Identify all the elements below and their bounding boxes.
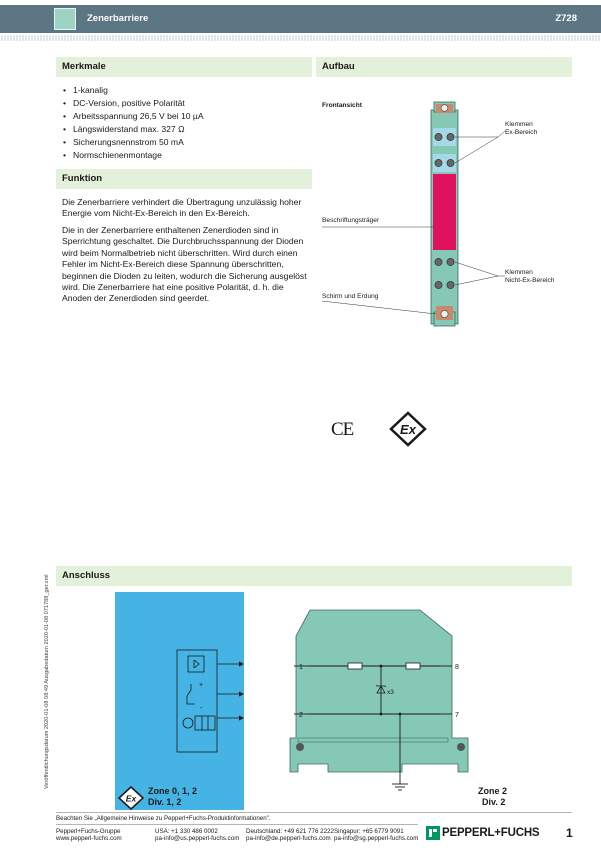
publication-note: Veröffentlichungsdatum 2020-01-08 08:49 … <box>44 574 50 789</box>
ex-mark-icon: Ex <box>389 411 427 447</box>
leader-line <box>454 275 499 286</box>
section-anschluss-heading: Anschluss <box>56 566 572 586</box>
footer-sg-phone: Singapur: +65 6779 9091 <box>334 828 404 835</box>
arrow-right-icon <box>239 715 244 721</box>
footer-usa-email[interactable]: pa-info@us.pepperl-fuchs.com <box>155 835 240 842</box>
screw-icon <box>457 743 465 751</box>
zone-right-line-2: Div. 2 <box>482 797 506 807</box>
barrier-housing <box>289 609 469 773</box>
brand-logo-icon <box>426 826 440 840</box>
terminal-7-label: 7 <box>455 712 459 719</box>
sensor-icon <box>187 655 205 673</box>
terminal-8-label: 8 <box>455 664 459 671</box>
page-header: Zenerbarriere Z728 <box>0 0 601 42</box>
frontansicht-label: Frontansicht <box>322 102 362 109</box>
label-nicht-ex-bereich: Nicht-Ex-Bereich <box>505 277 555 284</box>
leader-line <box>454 136 499 164</box>
list-item: Sicherungsnennstrom 50 mA <box>62 136 312 149</box>
footer-usa-phone: USA: +1 330 486 0002 <box>155 828 218 835</box>
list-item: Längswiderstand max. 327 Ω <box>62 123 312 136</box>
screw-icon <box>446 258 455 266</box>
page-title: Zenerbarriere <box>87 13 149 24</box>
label-ex-bereich: Ex-Bereich <box>505 129 538 136</box>
zone-left-line-1: Zone 0, 1, 2 <box>148 786 198 796</box>
terminal-2-label: 2 <box>299 712 303 719</box>
footer-group-name: Pepperl+Fuchs-Gruppe <box>56 828 121 835</box>
screw-icon <box>434 159 443 167</box>
list-item: 1-kanalig <box>62 84 312 97</box>
footer-de-email[interactable]: pa-info@de.pepperl-fuchs.com <box>246 835 331 842</box>
leader-line <box>321 300 437 315</box>
header-logo-square <box>54 8 76 30</box>
nonex-terminal-block <box>433 276 456 294</box>
ex-mark-text: Ex <box>400 422 417 437</box>
leader-line <box>454 261 505 277</box>
terminal-1-label: 1 <box>299 664 303 671</box>
funktion-paragraph-1: Die Zenerbarriere verhindert die Übertra… <box>62 197 302 219</box>
list-item: Arbeitsspannung 26,5 V bei 10 µA <box>62 110 312 123</box>
list-item: DC-Version, positive Polarität <box>62 97 312 110</box>
label-carrier <box>433 174 456 250</box>
resistor-icon <box>347 662 363 670</box>
header-band <box>0 5 601 33</box>
footer-divider <box>56 824 418 825</box>
footer-divider <box>56 812 572 813</box>
page-number: 1 <box>566 826 573 840</box>
header-stripe <box>0 35 601 41</box>
screw-icon <box>446 133 455 141</box>
arrow-right-icon <box>239 691 244 697</box>
ex-zone-icon: Ex <box>118 786 144 810</box>
footer-sg-email[interactable]: pa-info@sg.pepperl-fuchs.com <box>334 835 419 842</box>
screw-icon <box>434 281 443 289</box>
label-beschriftungstraeger: Beschriftungsträger <box>322 217 380 224</box>
barrier-circuit-diagram: 1 2 8 7 x3 <box>289 609 469 791</box>
screw-icon <box>446 159 455 167</box>
minus-sign: - <box>200 705 203 712</box>
module-front-view <box>321 101 506 327</box>
contact-icon <box>186 684 195 705</box>
zone-left-line-2: Div. 1, 2 <box>148 797 182 807</box>
diode-count-label: x3 <box>387 689 394 696</box>
screw-icon <box>434 258 443 266</box>
zener-diode-icon <box>376 685 386 694</box>
merkmale-list: 1-kanalig DC-Version, positive Polarität… <box>62 84 312 163</box>
screw-icon <box>446 281 455 289</box>
label-schirm-erdung: Schirm und Erdung <box>322 293 379 300</box>
screw-icon <box>440 310 449 318</box>
valve-icon <box>182 717 194 729</box>
screw-icon <box>440 104 449 112</box>
funktion-paragraph-2: Die in der Zenerbarriere enthaltenen Zen… <box>62 225 307 304</box>
plus-sign: + <box>199 682 203 689</box>
zone-right-line-1: Zone 2 <box>478 786 508 796</box>
section-aufbau-heading: Aufbau <box>316 57 572 77</box>
leader-line <box>455 130 506 138</box>
fuse-icon <box>405 662 421 670</box>
footer-group-web[interactable]: www.pepperl-fuchs.com <box>56 835 122 842</box>
ex-terminal-block <box>433 154 456 172</box>
label-klemmen-ex: Klemmen <box>505 121 533 128</box>
product-code: Z728 <box>555 13 577 24</box>
screw-icon <box>434 133 443 141</box>
ex-zone-icon-text: Ex <box>126 794 138 804</box>
section-merkmale-heading: Merkmale <box>56 57 312 77</box>
arrow-right-icon <box>239 661 244 667</box>
ex-terminal-block <box>433 128 456 146</box>
field-devices-diagram: + - <box>176 649 244 753</box>
screw-icon <box>296 743 304 751</box>
label-klemmen-nonex: Klemmen <box>505 269 533 276</box>
footer-notice: Beachten Sie „Allgemeine Hinweise zu Pep… <box>56 815 271 822</box>
section-funktion-heading: Funktion <box>56 169 312 189</box>
brand-name: PEPPERL+FUCHS <box>442 827 540 839</box>
footer-de-phone: Deutschland: +49 621 776 2222 <box>246 828 334 835</box>
list-item: Normschienenmontage <box>62 149 312 162</box>
ce-mark: CE <box>331 419 354 440</box>
